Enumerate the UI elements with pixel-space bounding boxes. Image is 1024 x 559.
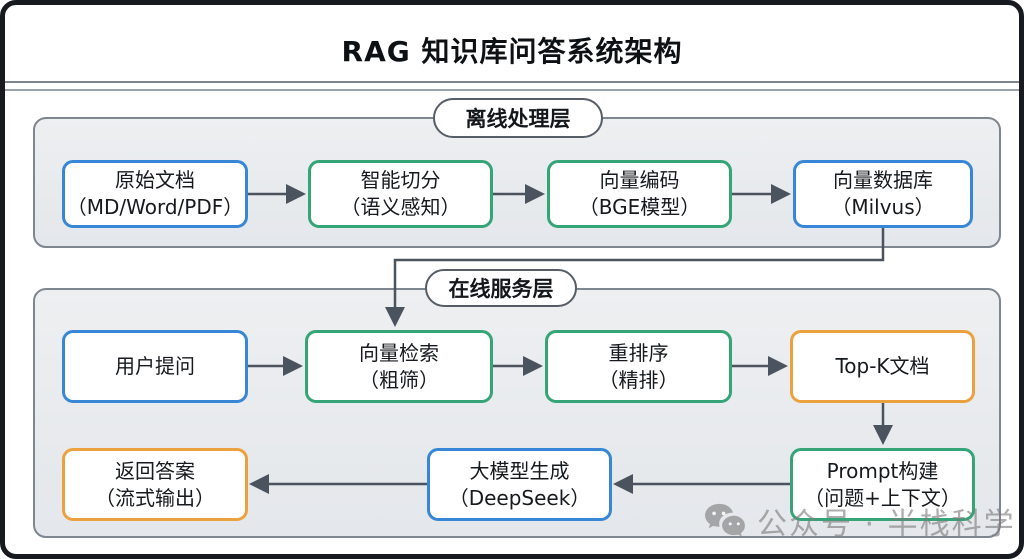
node-prompt-build: Prompt构建 （问题+上下文）	[790, 448, 975, 521]
node-raw-documents: 原始文档 （MD/Word/PDF）	[62, 160, 248, 228]
node-subtitle: （流式输出）	[95, 485, 215, 510]
connector-layer	[248, 184, 893, 494]
node-title: 返回答案	[115, 458, 195, 483]
node-user-question: 用户提问	[62, 330, 248, 403]
node-title: 原始文档	[115, 168, 195, 192]
node-subtitle: （粗筛）	[359, 367, 439, 392]
node-title: 重排序	[608, 340, 669, 365]
node-title: 智能切分	[360, 168, 441, 192]
wechat-icon	[705, 503, 745, 537]
title-separator-bottom	[5, 89, 1019, 91]
diagram-title: RAG 知识库问答系统架构	[341, 35, 683, 68]
node-subtitle: （DeepSeek）	[448, 485, 591, 510]
node-topk-documents: Top-K文档	[790, 330, 975, 403]
node-subtitle: （MD/Word/PDF）	[66, 195, 244, 219]
node-subtitle: （BGE模型）	[578, 195, 701, 219]
node-rerank: 重排序 （精排）	[545, 330, 732, 403]
node-title: 向量数据库	[833, 168, 933, 192]
node-subtitle: （语义感知）	[340, 195, 461, 219]
node-title: 大模型生成	[469, 458, 570, 483]
node-vector-encoding: 向量编码 （BGE模型）	[547, 160, 732, 228]
node-title: Top-K文档	[835, 354, 930, 378]
online-layer-label: 在线服务层	[425, 269, 577, 307]
node-subtitle: （精排）	[598, 367, 679, 392]
node-title: 向量检索	[359, 340, 439, 365]
node-subtitle: （Milvus）	[831, 195, 935, 219]
node-vector-search: 向量检索 （粗筛）	[305, 330, 493, 403]
node-title: Prompt构建	[826, 458, 939, 483]
title-separator-top	[5, 81, 1019, 83]
edge-db-to-search	[385, 228, 885, 327]
watermark-text: 公众号 · 半栈科学	[757, 507, 1016, 542]
watermark: 公众号 · 半栈科学	[702, 499, 1016, 543]
node-subtitle: （问题+上下文）	[804, 485, 961, 510]
node-title: 用户提问	[115, 354, 195, 378]
offline-layer-label: 离线处理层	[433, 98, 603, 138]
node-title: 向量编码	[599, 168, 680, 192]
node-return-answer: 返回答案 （流式输出）	[62, 448, 248, 521]
node-smart-splitting: 智能切分 （语义感知）	[308, 160, 493, 228]
node-vector-database: 向量数据库 （Milvus）	[793, 160, 973, 228]
node-llm-generation: 大模型生成 （DeepSeek）	[427, 448, 612, 521]
